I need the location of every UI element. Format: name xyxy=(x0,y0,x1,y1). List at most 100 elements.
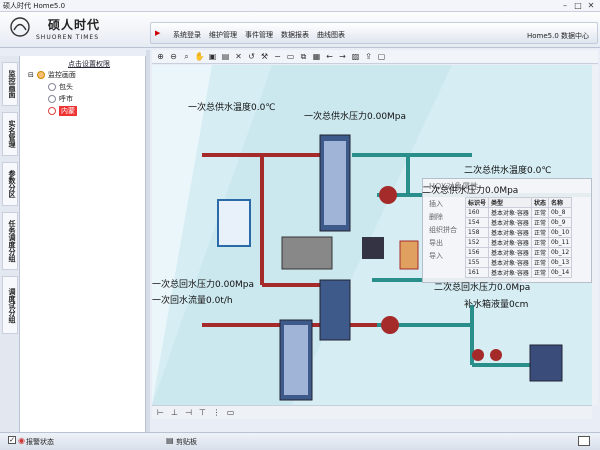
vertical-scrollbar[interactable] xyxy=(592,65,598,405)
tab-task-group[interactable]: 任务调度分组 xyxy=(2,212,18,270)
export-icon[interactable]: ⇪ xyxy=(365,52,372,61)
tools-icon[interactable]: ⚒ xyxy=(260,52,269,61)
forward-icon[interactable]: → xyxy=(339,52,346,61)
panel-title: HOX对象属性 xyxy=(429,182,479,191)
delete-icon[interactable]: ✕ xyxy=(235,52,242,61)
cell: 基本对象·容器 xyxy=(488,257,532,268)
sensor-icon[interactable] xyxy=(399,240,419,270)
tree-panel: 点击设置权限 ⊟ 监控画面 包头 呼市 内蒙 xyxy=(20,56,146,432)
cell: 0b_9 xyxy=(547,217,573,228)
heat-exchanger-upper[interactable] xyxy=(319,134,351,232)
tree-item-neimeng[interactable]: 内蒙 xyxy=(48,106,77,116)
alarm-status-label[interactable]: 报警状态 xyxy=(26,438,54,446)
valve-actuator-icon[interactable] xyxy=(362,237,384,259)
pump-icon-lower[interactable] xyxy=(381,316,399,334)
cell: 0b_12 xyxy=(547,247,573,258)
save-icon[interactable]: ▣ xyxy=(208,52,217,61)
cell: 基本对象·容器 xyxy=(488,247,532,258)
label-tank-level: 补水箱液量0cm xyxy=(464,300,529,310)
cell: 161 xyxy=(464,267,490,278)
same-size-icon[interactable]: ▭ xyxy=(226,408,235,417)
label-primary-supply-pressure: 一次总供水压力0.00Mpa xyxy=(304,112,407,122)
action-group[interactable]: 组织拼合 xyxy=(429,226,457,234)
cell: 156 xyxy=(464,247,490,258)
tree-item-hohhot[interactable]: 呼市 xyxy=(48,94,73,104)
menu-item-login[interactable]: 系统登录 xyxy=(173,31,201,39)
menu-item-maintenance[interactable]: 维护管理 xyxy=(209,31,237,39)
align-center-icon[interactable]: ⊥ xyxy=(171,408,178,417)
cell: 正常 xyxy=(530,207,549,218)
minus-icon[interactable]: − xyxy=(274,52,281,61)
node-icon xyxy=(48,83,56,91)
zoom-out-icon[interactable]: ⊖ xyxy=(170,52,177,61)
col-type: 类型 xyxy=(488,197,532,208)
align-right-icon[interactable]: ⊣ xyxy=(185,408,192,417)
tree-root[interactable]: ⊟ 监控画面 xyxy=(28,70,76,80)
collapse-icon[interactable]: ⊟ xyxy=(28,71,34,79)
action-import[interactable]: 导入 xyxy=(429,252,443,260)
window-icon[interactable]: ▭ xyxy=(286,52,295,61)
cell: 基本对象·容器 xyxy=(488,227,532,238)
heat-exchanger-middle[interactable] xyxy=(319,279,351,341)
minimize-icon[interactable]: – xyxy=(563,1,567,10)
tab-params[interactable]: 参数分区 xyxy=(2,162,18,206)
action-export[interactable]: 导出 xyxy=(429,239,443,247)
undo-icon[interactable]: ↺ xyxy=(248,52,255,61)
align-left-icon[interactable]: ⊢ xyxy=(157,408,164,417)
back-icon[interactable]: ← xyxy=(326,52,333,61)
status-bar: ✓ ◉ 报警状态 ▤ 剪贴板 xyxy=(0,432,600,450)
zoom-in-icon[interactable]: ⊕ xyxy=(157,52,164,61)
tab-schedule-group[interactable]: 调度试分组 xyxy=(2,276,18,334)
cabinet-icon[interactable] xyxy=(529,344,563,382)
search-icon[interactable]: ⌕ xyxy=(184,52,189,61)
tank-icon[interactable] xyxy=(217,199,251,247)
panel-toggle-icon[interactable] xyxy=(578,436,590,446)
action-delete[interactable]: 删除 xyxy=(429,213,443,221)
align-top-icon[interactable]: ⊤ xyxy=(199,408,206,417)
cell: 正常 xyxy=(530,257,549,268)
motor-icon[interactable] xyxy=(281,236,333,270)
label-secondary-return-pressure: 二次总回水压力0.0Mpa xyxy=(434,283,531,293)
tree-item-baotou[interactable]: 包头 xyxy=(48,82,73,92)
copy-icon[interactable]: ⧉ xyxy=(300,52,307,61)
clipboard-icon: ▤ xyxy=(166,436,174,445)
permission-hint-link[interactable]: 点击设置权限 xyxy=(68,60,110,68)
pump-icon-makeup-2[interactable] xyxy=(472,349,484,361)
tab-monitor[interactable]: 监控画面 xyxy=(2,62,18,106)
panel-splitter[interactable] xyxy=(146,50,150,432)
close-icon[interactable]: ✕ xyxy=(587,1,595,10)
heat-exchanger-lower[interactable] xyxy=(279,319,313,401)
alarm-checkbox[interactable]: ✓ xyxy=(8,436,16,444)
pump-icon-makeup-1[interactable] xyxy=(490,349,502,361)
pan-icon[interactable]: ✋ xyxy=(194,52,205,61)
menu-item-events[interactable]: 事件管理 xyxy=(245,31,273,39)
folder-icon[interactable]: ▨ xyxy=(351,52,360,61)
image-icon[interactable]: ▤ xyxy=(221,52,230,61)
pump-icon-upper[interactable] xyxy=(379,186,397,204)
title-bar: 硕人时代 Home5.0 – □ ✕ xyxy=(0,0,600,12)
layout-icon[interactable]: ▢ xyxy=(377,52,386,61)
distribute-icon[interactable]: ⋮ xyxy=(212,408,221,417)
menu-item-reports[interactable]: 数据报表 xyxy=(281,31,309,39)
grid-icon[interactable]: ▦ xyxy=(312,52,321,61)
clipboard-label[interactable]: 剪贴板 xyxy=(176,438,197,446)
cell: 正常 xyxy=(530,267,549,278)
action-insert[interactable]: 插入 xyxy=(429,200,443,208)
tree-item-label: 包头 xyxy=(59,83,73,91)
cell: 155 xyxy=(464,257,490,268)
tab-realname[interactable]: 实名管理 xyxy=(2,112,18,156)
cell: 0b_10 xyxy=(547,227,573,238)
main-menu: ▶ 系统登录 维护管理 事件管理 数据报表 曲线图表 Home5.0 数据中心 xyxy=(150,22,598,44)
maximize-icon[interactable]: □ xyxy=(574,1,582,10)
menu-item-charts[interactable]: 曲线图表 xyxy=(317,31,345,39)
folder-icon xyxy=(36,71,45,79)
cell: 158 xyxy=(464,227,490,238)
